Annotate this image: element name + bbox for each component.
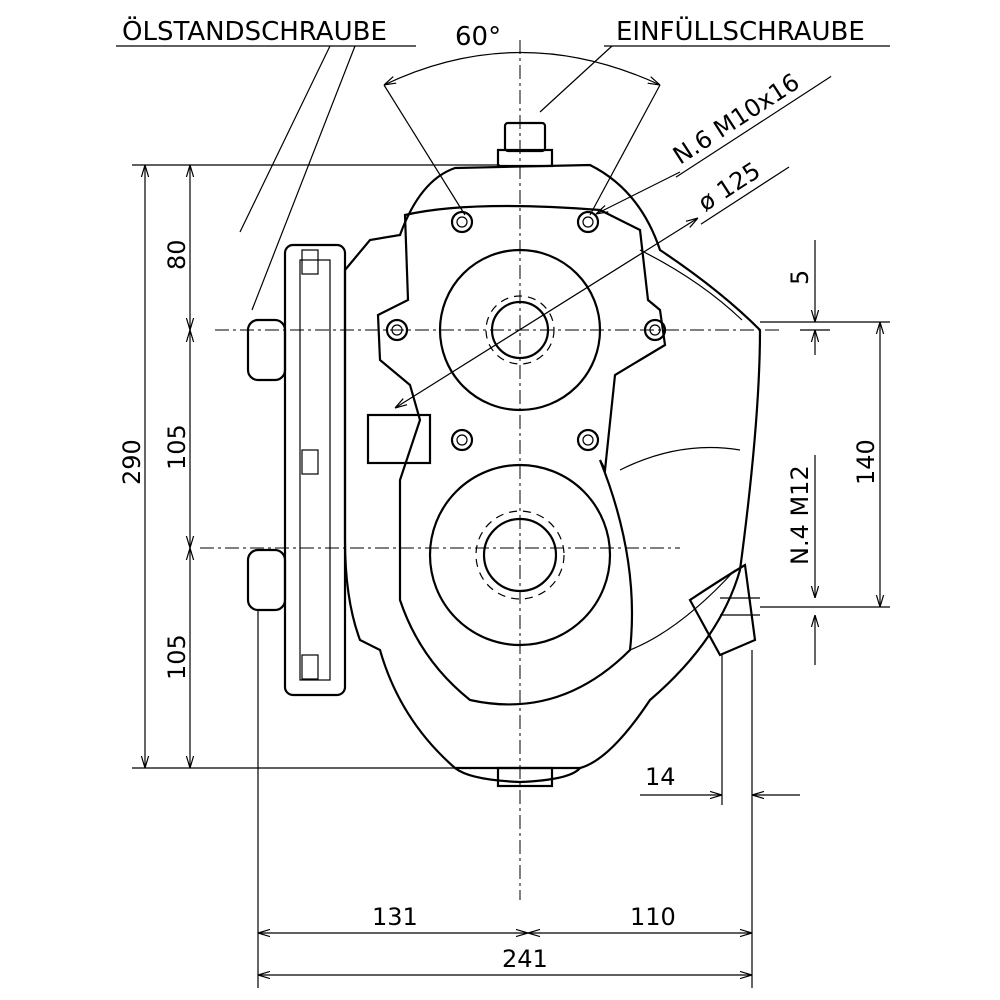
dim-mount-spacing: 140	[852, 439, 880, 485]
dim-total-height: 290	[118, 439, 146, 485]
bolt-holes-callout: N.6 M10x16	[668, 68, 832, 178]
filler-screw-callout: EINFÜLLSCHRAUBE	[539, 15, 890, 113]
dim-right-offset: 5	[786, 270, 814, 285]
angle-label: 60°	[455, 22, 501, 52]
output-shaft	[428, 463, 612, 647]
bolt-circle-label: ø 125	[693, 156, 765, 217]
bottom-dimensions: 131 110 241	[257, 610, 753, 988]
dim-output-to-bottom: 105	[163, 634, 191, 680]
left-dimensions: 290 80 105 105	[118, 164, 500, 769]
dim-left-width: 131	[372, 903, 418, 931]
dim-flange-thickness: 14	[645, 763, 676, 791]
oil-level-screw-label: ÖLSTANDSCHRAUBE	[122, 15, 387, 47]
angle-dimension: 60°	[384, 22, 660, 216]
dim-axis-to-axis: 105	[163, 424, 191, 470]
right-dimensions: 5 140 N.4 M12	[760, 240, 890, 665]
filler-screw-label: EINFÜLLSCHRAUBE	[616, 15, 865, 47]
bolt-holes	[385, 210, 667, 452]
dim-top-to-input: 80	[163, 239, 191, 270]
oil-level-screw-callout: ÖLSTANDSCHRAUBE	[116, 15, 416, 311]
bolt-holes-label: N.6 M10x16	[668, 68, 804, 170]
mount-holes-label: N.4 M12	[786, 465, 814, 565]
flange-dimension: 14	[640, 650, 800, 805]
input-shaft	[438, 248, 602, 412]
gearbox-housing	[246, 121, 762, 788]
dim-total-width: 241	[502, 945, 548, 973]
dim-right-width: 110	[630, 903, 676, 931]
